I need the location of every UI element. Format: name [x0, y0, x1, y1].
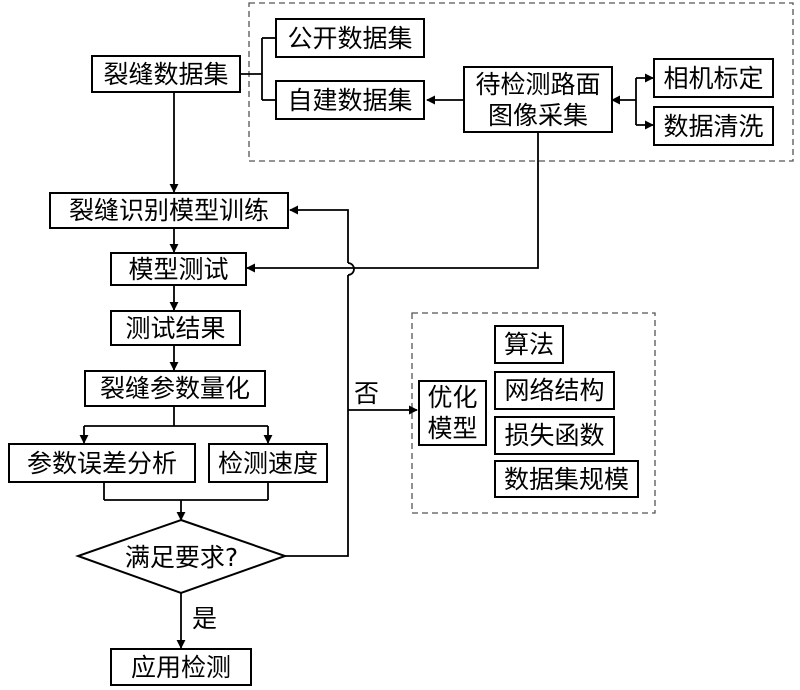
road-image-capture-node: 待检测路面 图像采集	[463, 66, 613, 133]
algorithm-node: 算法	[494, 325, 564, 364]
data-cleaning-node: 数据清洗	[653, 106, 774, 146]
test-results-node: 测试结果	[110, 310, 241, 346]
custom-dataset-node: 自建数据集	[275, 80, 425, 120]
decision-diamond	[75, 518, 289, 595]
param-error-node: 参数误差分析	[8, 443, 196, 483]
crack-dataset-node: 裂缝数据集	[91, 55, 241, 93]
model-testing-node: 模型测试	[110, 252, 247, 286]
public-dataset-node: 公开数据集	[275, 18, 425, 58]
dataset-scale-node: 数据集规模	[494, 460, 639, 498]
application-node: 应用检测	[110, 648, 252, 686]
camera-calibration-node: 相机标定	[653, 58, 774, 98]
data-collection-dashed-group	[248, 2, 794, 162]
edge-label-yes: 是	[192, 604, 218, 633]
edge-label-no: 否	[354, 379, 380, 408]
model-training-node: 裂缝识别模型训练	[49, 192, 289, 229]
network-structure-node: 网络结构	[494, 371, 615, 410]
param-quantify-node: 裂缝参数量化	[84, 370, 266, 407]
optimize-model-node: 优化 模型	[418, 380, 487, 446]
decision-label: 满足要求?	[124, 543, 239, 572]
loss-function-node: 损失函数	[494, 416, 615, 455]
detect-speed-node: 检测速度	[208, 443, 328, 483]
